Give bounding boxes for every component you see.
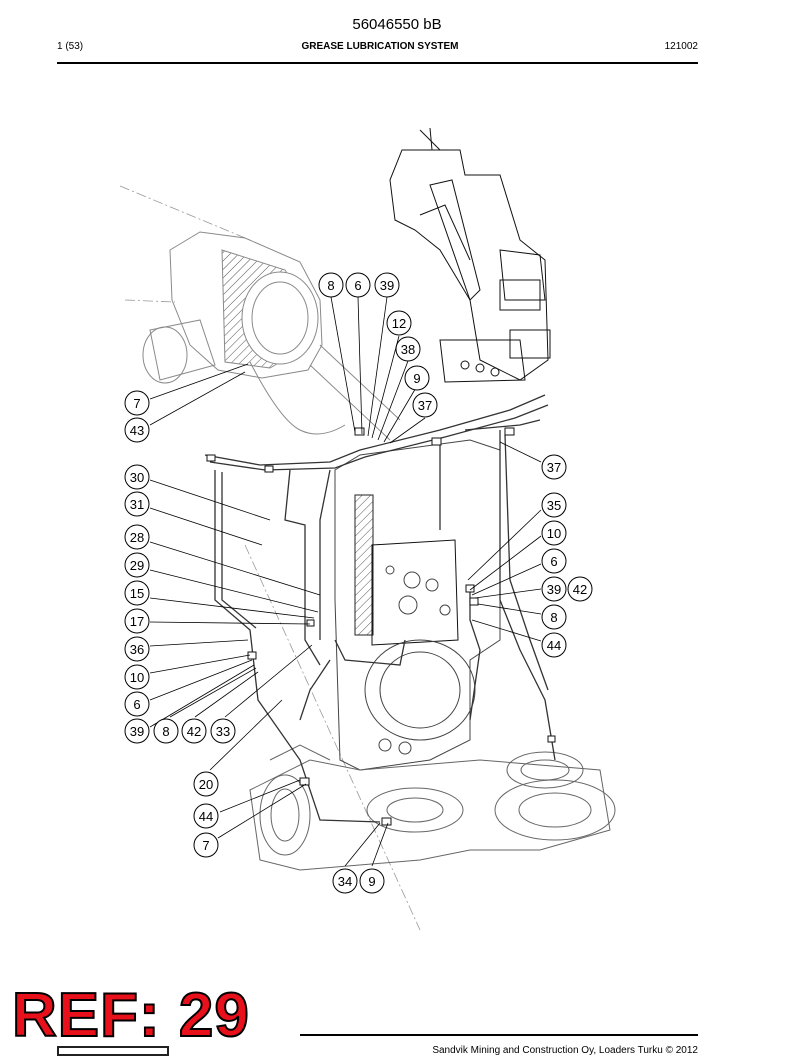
callout-label: 8: [327, 278, 334, 293]
callout-label: 44: [199, 809, 213, 824]
grease-hoses: [204, 394, 556, 823]
callout: 8: [541, 604, 567, 630]
document-number: 56046550 bB: [352, 16, 442, 33]
callout-label: 44: [547, 638, 561, 653]
callout-label: 9: [413, 371, 420, 386]
callout-label: 10: [547, 526, 561, 541]
callout-label: 36: [130, 642, 144, 657]
callout-label: 39: [547, 582, 561, 597]
brand-logo: [57, 1046, 169, 1056]
callout: 44: [541, 632, 567, 658]
callout-label: 38: [401, 342, 415, 357]
callout: 17: [124, 608, 150, 634]
callout-label: 7: [202, 838, 209, 853]
callout-label: 10: [130, 670, 144, 685]
lower-frame: [249, 744, 616, 871]
callout: 36: [124, 636, 150, 662]
date-code: 121002: [664, 41, 698, 52]
footer-rule: [300, 1034, 698, 1036]
callout: 6: [541, 548, 567, 574]
callout: 6: [345, 272, 371, 298]
callout-label: 43: [130, 423, 144, 438]
header-rule: [57, 62, 698, 64]
callout-label: 34: [338, 874, 352, 889]
callout-label: 12: [392, 316, 406, 331]
callout-label: 15: [130, 586, 144, 601]
callout: 29: [124, 552, 150, 578]
callout: 28: [124, 524, 150, 550]
reference-dash-lines: [119, 185, 421, 931]
callout: 33: [210, 718, 236, 744]
callout: 30: [124, 464, 150, 490]
callout-label: 6: [133, 697, 140, 712]
callout-label: 30: [130, 470, 144, 485]
callout-label: 39: [380, 278, 394, 293]
callout: 42: [567, 576, 593, 602]
callout: 38: [395, 336, 421, 362]
leader-lines: [149, 296, 542, 867]
callout: 10: [124, 664, 150, 690]
main-frame: [334, 439, 501, 771]
callout: 39: [124, 718, 150, 744]
callout-label: 39: [130, 724, 144, 739]
callout-label: 35: [547, 498, 561, 513]
callout-label: 29: [130, 558, 144, 573]
callout-label: 20: [199, 777, 213, 792]
callout-label: 37: [547, 460, 561, 475]
callout: 37: [412, 392, 438, 418]
callout-label: 8: [550, 610, 557, 625]
callout: 39: [374, 272, 400, 298]
boom-arm: [142, 231, 401, 441]
callout-label: 17: [130, 614, 144, 629]
callout-label: 31: [130, 497, 144, 512]
footer-copyright: Sandvik Mining and Construction Oy, Load…: [432, 1045, 698, 1056]
callout: 31: [124, 491, 150, 517]
callout: 8: [153, 718, 179, 744]
hose-fittings: [206, 427, 556, 826]
callout-label: 7: [133, 396, 140, 411]
callout: 39: [541, 576, 567, 602]
callout: 37: [541, 454, 567, 480]
callout: 43: [124, 417, 150, 443]
callout: 10: [541, 520, 567, 546]
callout: 9: [359, 868, 385, 894]
callout-label: 37: [418, 398, 432, 413]
callout-label: 42: [187, 724, 201, 739]
callout-label: 42: [573, 582, 587, 597]
callout-label: 8: [162, 724, 169, 739]
callout-bubbles: 8 6 39 12 38 9 37 7 43 37 30 31 35 10 28…: [124, 272, 593, 894]
callout: 8: [318, 272, 344, 298]
callout: 7: [124, 390, 150, 416]
callout: 20: [193, 771, 219, 797]
callout: 6: [124, 691, 150, 717]
upper-bracket: [389, 127, 551, 383]
callout: 44: [193, 803, 219, 829]
callout: 42: [181, 718, 207, 744]
callout: 12: [386, 310, 412, 336]
callout-label: 6: [354, 278, 361, 293]
ref-stamp: REF: 29: [11, 981, 250, 1050]
callout-label: 33: [216, 724, 230, 739]
callout: 34: [332, 868, 358, 894]
callout-label: 28: [130, 530, 144, 545]
callout-label: 9: [368, 874, 375, 889]
page-info: 1 (53): [57, 41, 84, 52]
callout: 9: [404, 365, 430, 391]
callout: 7: [193, 832, 219, 858]
callout: 35: [541, 492, 567, 518]
callout-label: 6: [550, 554, 557, 569]
section-title: GREASE LUBRICATION SYSTEM: [301, 41, 459, 52]
callout: 15: [124, 580, 150, 606]
